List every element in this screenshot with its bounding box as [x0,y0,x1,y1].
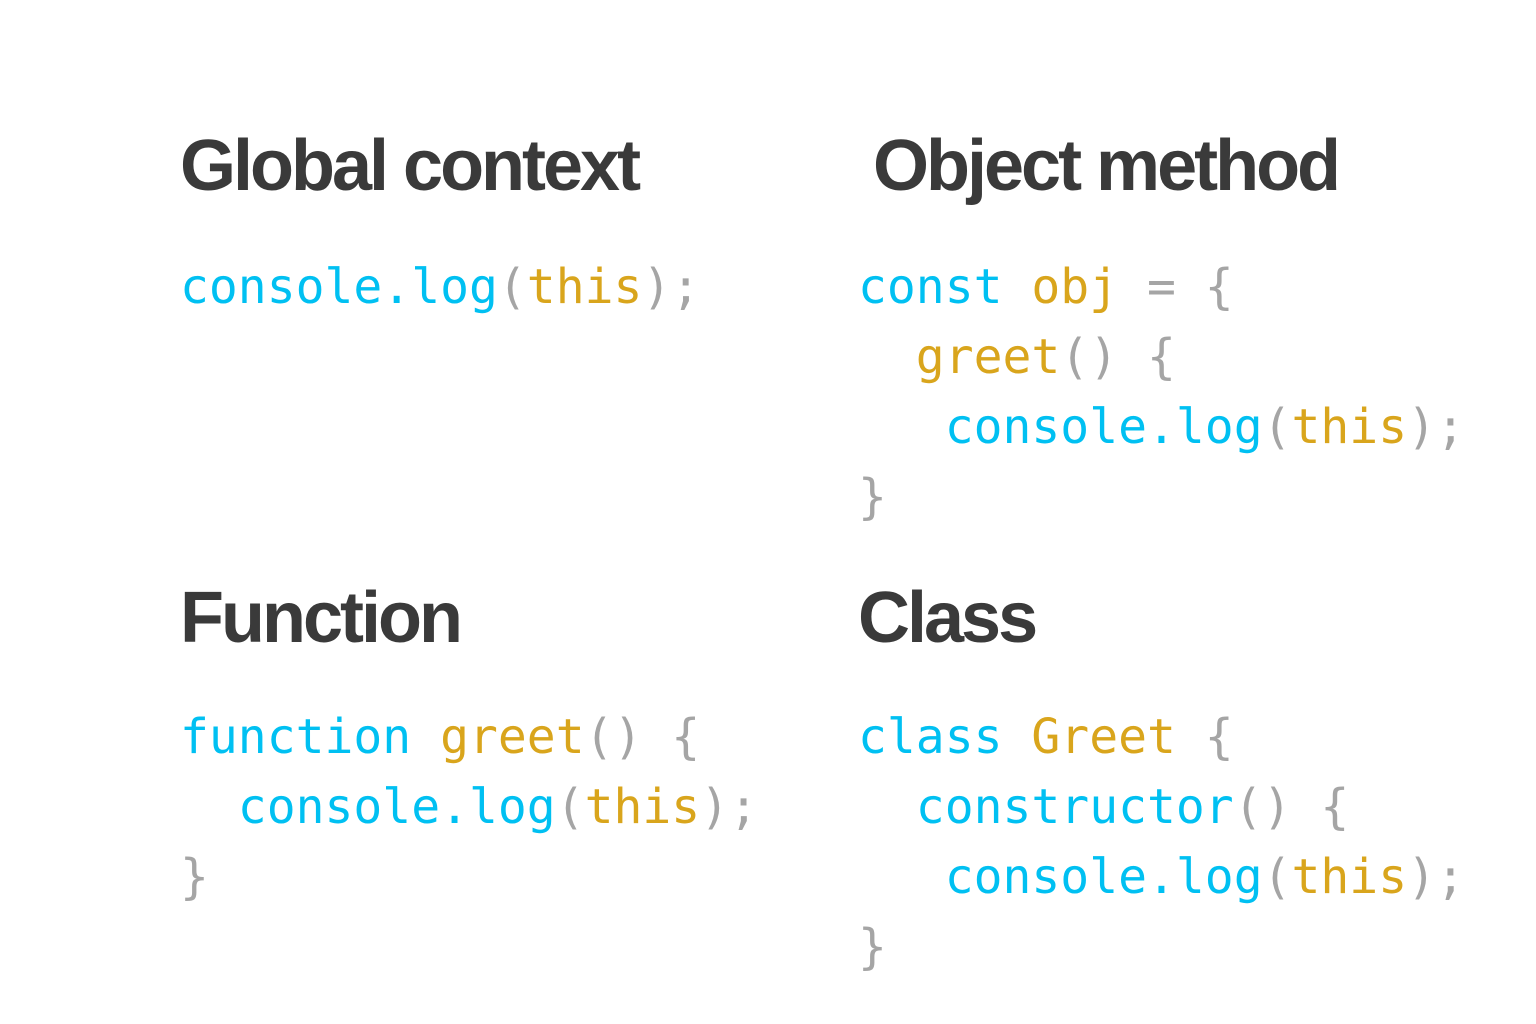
code-identifier: Greet [1031,709,1176,765]
code-punctuation: ); [1407,849,1465,905]
function-heading: Function [180,578,463,658]
code-identifier: this [526,259,643,315]
code-punctuation [411,709,440,765]
code-punctuation [858,849,945,905]
code-line: } [858,462,1465,532]
code-keyword: console.log [237,779,556,835]
code-identifier: this [584,779,701,835]
code-line: class Greet { [858,702,1465,772]
code-punctuation: ( [497,259,527,315]
code-punctuation [1003,709,1032,765]
code-identifier: greet [915,329,1061,385]
code-keyword: console.log [180,259,498,315]
code-line: console.log(this); [858,392,1465,462]
code-punctuation: = { [1118,259,1234,315]
global-context-heading: Global context [180,126,641,206]
object-method-code: const obj = { greet() { console.log(this… [858,252,1465,532]
code-punctuation: () { [584,709,701,765]
code-line: greet() { [858,322,1465,392]
code-punctuation: ); [1407,399,1465,455]
code-punctuation: ( [555,779,585,835]
code-line: constructor() { [858,772,1465,842]
function-code: function greet() { console.log(this);} [180,702,758,912]
code-keyword: console.log [944,849,1263,905]
code-keyword: function [180,709,412,765]
code-identifier: this [1291,399,1408,455]
code-keyword: console.log [944,399,1263,455]
code-identifier: greet [440,709,585,765]
code-line: } [180,842,758,912]
code-line: } [858,912,1465,982]
code-punctuation: { [1175,709,1234,765]
code-identifier: this [1291,849,1408,905]
code-punctuation [858,399,945,455]
class-heading: Class [858,578,1038,658]
code-punctuation: ( [1262,399,1292,455]
code-keyword: class [858,709,1003,765]
code-line: console.log(this); [858,842,1465,912]
code-keyword: constructor [915,779,1234,835]
class-code: class Greet { constructor() { console.lo… [858,702,1465,982]
code-punctuation: ( [1262,849,1292,905]
code-identifier: obj [1031,259,1119,315]
code-punctuation: () { [1233,779,1350,835]
code-punctuation: } [858,469,887,525]
code-punctuation: } [858,919,887,975]
code-punctuation: () { [1060,329,1176,385]
code-punctuation: ); [642,259,701,315]
code-punctuation: } [180,849,209,905]
code-punctuation [180,779,238,835]
code-line: console.log(this); [180,772,758,842]
code-keyword: const [858,259,1003,315]
code-line: console.log(this); [180,252,700,322]
code-punctuation [858,329,916,385]
object-method-heading: Object method [873,126,1341,206]
global-context-code: console.log(this); [180,252,700,322]
code-line: function greet() { [180,702,758,772]
code-line: const obj = { [858,252,1465,322]
code-punctuation [858,779,916,835]
code-punctuation: ); [700,779,758,835]
code-punctuation [1003,259,1032,315]
